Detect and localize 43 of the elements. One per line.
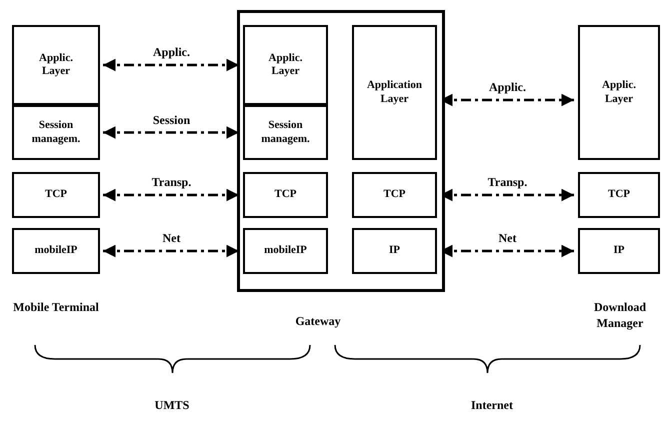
gateway-box	[237, 10, 445, 292]
layer-name: TCP	[274, 188, 298, 202]
edge-label: Session	[150, 112, 192, 128]
layer-name: mobileIP	[34, 244, 78, 258]
layer-name: Applic. Layer	[268, 52, 304, 78]
edge-label: Applic.	[487, 80, 528, 95]
edge-label: Applic.	[151, 45, 192, 60]
layer-name: TCP	[382, 188, 406, 202]
edge-label: Transp.	[486, 175, 530, 190]
layer-box	[352, 172, 437, 218]
layer-box	[352, 25, 437, 160]
edge-label: Transp.	[150, 175, 194, 190]
layer-name: mobileIP	[263, 244, 308, 258]
layer-name: IP	[388, 244, 401, 258]
double-arrow	[103, 188, 239, 202]
layer-box	[12, 228, 100, 274]
caption-label: Mobile Terminal	[12, 300, 100, 316]
layer-name: Session managem.	[30, 119, 82, 146]
double-arrow	[103, 244, 239, 258]
layer-box	[243, 25, 328, 105]
layer-name: Applic. Layer	[601, 79, 637, 106]
layer-box	[243, 105, 328, 160]
layer-box	[578, 25, 660, 160]
layer-box	[578, 228, 660, 274]
layer-box	[352, 228, 437, 274]
layer-box	[578, 172, 660, 218]
layer-box	[243, 228, 328, 274]
layer-name: TCP	[44, 188, 68, 202]
double-arrow	[103, 58, 239, 72]
layer-box	[12, 172, 100, 218]
layer-box	[243, 172, 328, 218]
layer-name: Application Layer	[366, 79, 423, 106]
caption-label: UMTS	[154, 398, 190, 414]
layer-name: Applic. Layer	[38, 52, 74, 78]
layer-box	[12, 105, 100, 160]
caption-label: Gateway	[294, 314, 342, 330]
caption-label: Internet	[470, 398, 514, 414]
caption-label: Download Manager	[592, 300, 647, 332]
layer-name: Session managem.	[260, 119, 311, 146]
layer-box	[12, 25, 100, 105]
layer-name: IP	[612, 244, 626, 258]
layer-name: TCP	[607, 188, 631, 202]
double-arrow	[103, 126, 239, 139]
